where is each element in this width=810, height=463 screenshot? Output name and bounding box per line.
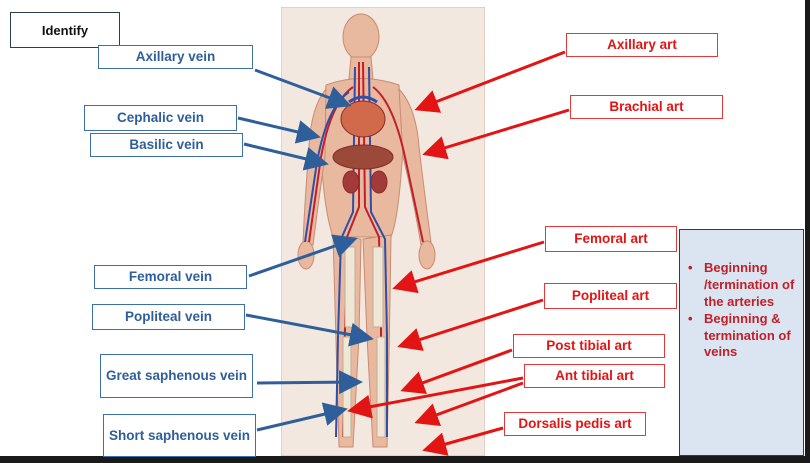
label-popliteal-artery-text: Popliteal art xyxy=(571,288,650,304)
label-axillary-vein-text: Axillary vein xyxy=(135,49,216,65)
label-ant-tibial-artery: Ant tibial art xyxy=(524,364,665,388)
label-brachial-artery-text: Brachial art xyxy=(609,99,684,115)
label-femoral-artery: Femoral art xyxy=(545,226,677,252)
label-dorsalis-pedis-artery-text: Dorsalis pedis art xyxy=(518,416,632,432)
label-femoral-artery-text: Femoral art xyxy=(574,231,648,247)
label-post-tibial-artery-text: Post tibial art xyxy=(546,338,632,354)
label-popliteal-vein-text: Popliteal vein xyxy=(124,309,213,325)
label-basilic-vein-text: Basilic vein xyxy=(129,137,204,153)
notes-list: Beginning /termination of the arteries B… xyxy=(686,260,797,361)
label-great-saphenous-vein: Great saphenous vein xyxy=(100,354,253,398)
label-femoral-vein-text: Femoral vein xyxy=(128,269,213,285)
label-axillary-artery-text: Axillary art xyxy=(607,37,677,53)
circulatory-model-image xyxy=(281,7,485,456)
label-femoral-vein: Femoral vein xyxy=(94,265,247,289)
identify-title: Identify xyxy=(41,23,89,38)
label-popliteal-vein: Popliteal vein xyxy=(92,304,245,330)
label-ant-tibial-artery-text: Ant tibial art xyxy=(555,368,634,384)
label-dorsalis-pedis-artery: Dorsalis pedis art xyxy=(504,412,646,436)
note-item: Beginning /termination of the arteries xyxy=(686,260,797,311)
label-cephalic-vein: Cephalic vein xyxy=(84,105,237,131)
label-cephalic-vein-text: Cephalic vein xyxy=(116,110,205,126)
notes-box: Beginning /termination of the arteries B… xyxy=(679,229,804,456)
label-post-tibial-artery: Post tibial art xyxy=(513,334,665,358)
label-great-saphenous-vein-text: Great saphenous vein xyxy=(105,368,248,384)
label-axillary-artery: Axillary art xyxy=(566,33,718,57)
label-short-saphenous-vein: Short saphenous vein xyxy=(103,414,256,457)
label-popliteal-artery: Popliteal art xyxy=(544,283,677,309)
identify-title-box: Identify xyxy=(10,12,120,48)
label-axillary-vein: Axillary vein xyxy=(98,45,253,69)
label-short-saphenous-vein-text: Short saphenous vein xyxy=(108,427,251,443)
label-basilic-vein: Basilic vein xyxy=(90,133,243,157)
note-item: Beginning & termination of veins xyxy=(686,311,797,362)
label-brachial-artery: Brachial art xyxy=(570,95,723,119)
